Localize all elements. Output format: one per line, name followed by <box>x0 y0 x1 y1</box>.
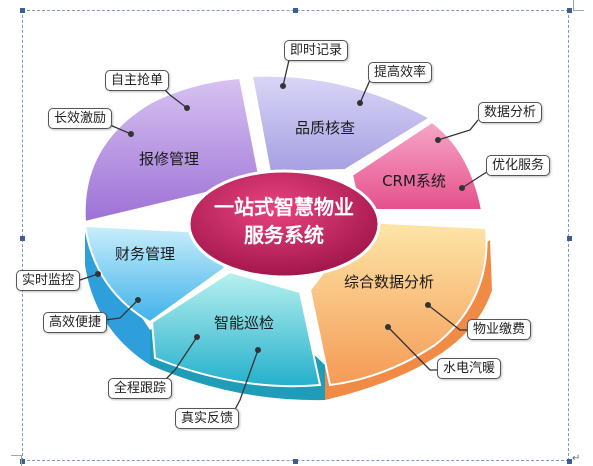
callout-realtime-monitor: 实时监控 <box>16 270 81 291</box>
callout-full-tracking: 全程跟踪 <box>108 378 173 399</box>
segment-label-repair: 报修管理 <box>139 150 199 168</box>
center-hub <box>187 169 381 279</box>
resize-handle-top-left[interactable] <box>20 8 25 13</box>
callout-efficiency: 提高效率 <box>368 62 433 83</box>
segment-label-crm: CRM系统 <box>382 172 446 190</box>
segment-quality[interactable] <box>250 74 433 174</box>
document-corner-mark <box>573 0 584 11</box>
center-title-line2: 服务系统 <box>244 223 324 247</box>
callout-instant-record: 即时记录 <box>284 40 349 61</box>
resize-handle-bottom-center[interactable] <box>293 459 298 464</box>
segment-crm[interactable] <box>350 120 484 211</box>
callout-utilities: 水电汽暖 <box>437 358 502 379</box>
callout-property-fee: 物业缴费 <box>467 319 532 340</box>
resize-handle-bottom-left[interactable] <box>20 459 25 464</box>
resize-handle-top-center[interactable] <box>293 8 298 13</box>
segment-label-finance: 财务管理 <box>115 245 175 263</box>
segment-label-quality: 品质核查 <box>295 119 355 137</box>
resize-handle-bottom-right[interactable] <box>567 459 572 464</box>
document-corner-mark <box>11 455 22 466</box>
segment-inspection[interactable] <box>150 270 322 388</box>
center-title-line1: 一站式智慧物业 <box>214 195 354 219</box>
callout-long-incentive: 长效激励 <box>48 108 113 129</box>
paragraph-return-icon: ↵ <box>572 453 581 464</box>
segment-finance[interactable] <box>83 224 227 324</box>
callout-efficient-convenient: 高效便捷 <box>43 312 108 333</box>
resize-handle-middle-left[interactable] <box>20 236 25 241</box>
segment-analysis[interactable] <box>308 220 488 387</box>
segment-label-analysis: 综合数据分析 <box>344 273 434 291</box>
callout-optimize-service: 优化服务 <box>486 155 551 176</box>
leader-dots <box>95 83 465 353</box>
resize-handle-middle-right[interactable] <box>567 236 572 241</box>
segment-label-inspection: 智能巡检 <box>214 314 274 332</box>
resize-handle-top-right[interactable] <box>567 8 572 13</box>
callout-real-feedback: 真实反馈 <box>175 408 240 429</box>
callout-self-grab: 自主抢单 <box>105 70 170 91</box>
callout-data-analysis: 数据分析 <box>478 102 543 123</box>
